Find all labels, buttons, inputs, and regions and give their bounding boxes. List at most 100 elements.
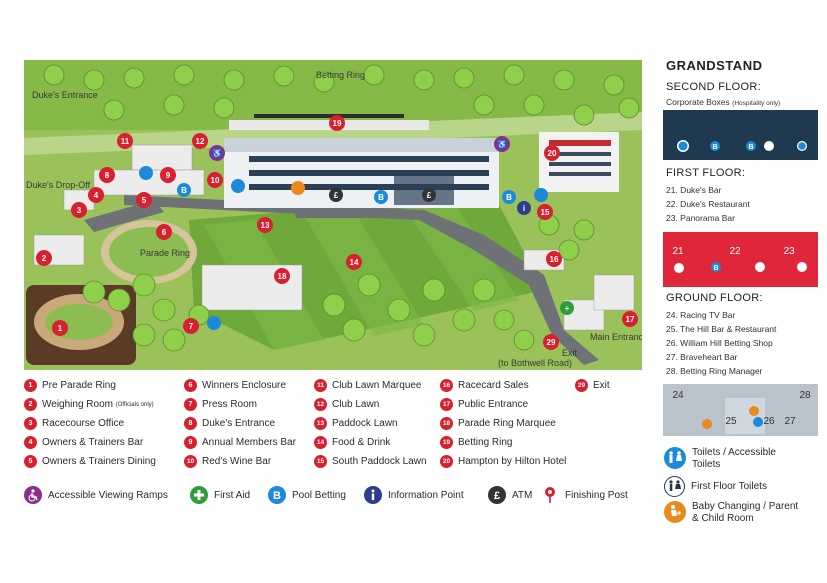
second-floor-heading: SECOND FLOOR: bbox=[666, 81, 761, 93]
svg-text:£: £ bbox=[494, 490, 500, 502]
legend-label: Exit bbox=[593, 380, 610, 391]
marker-7[interactable]: 7 bbox=[183, 318, 199, 334]
legend-marker: 12 bbox=[314, 398, 327, 411]
svg-text:29: 29 bbox=[547, 338, 556, 347]
facility-information: Information Point bbox=[364, 486, 464, 504]
map-label-exit: Exit bbox=[562, 348, 578, 358]
toilets-icon bbox=[664, 447, 686, 469]
legend-marker: 13 bbox=[314, 417, 327, 430]
facility-accessible-ramps: Accessible Viewing Ramps bbox=[24, 486, 168, 504]
marker-8[interactable]: 8 bbox=[99, 167, 115, 183]
facility-label: Finishing Post bbox=[565, 489, 628, 501]
ground-floor-item-27: 27. Braveheart Bar bbox=[666, 352, 738, 362]
marker-4[interactable]: 4 bbox=[88, 187, 104, 203]
svg-text:7: 7 bbox=[189, 322, 194, 331]
marker-9[interactable]: 9 bbox=[160, 167, 176, 183]
legend-marker: 18 bbox=[440, 417, 453, 430]
facility-label: Pool Betting bbox=[292, 489, 346, 501]
marker-2[interactable]: 2 bbox=[36, 250, 52, 266]
svg-text:♿: ♿ bbox=[497, 139, 507, 149]
marker-13[interactable]: 13 bbox=[257, 217, 273, 233]
marker-10[interactable]: 10 bbox=[207, 172, 223, 188]
legend-label: Racecard Sales bbox=[458, 380, 529, 391]
hotel-building bbox=[539, 132, 619, 192]
information-icon: i bbox=[517, 201, 531, 215]
marker-12[interactable]: 12 bbox=[192, 133, 208, 149]
key-label: Baby Changing / Parent & Child Room bbox=[692, 501, 799, 524]
svg-text:14: 14 bbox=[350, 258, 359, 267]
svg-text:8: 8 bbox=[105, 171, 110, 180]
marker-3[interactable]: 3 bbox=[71, 202, 87, 218]
svg-text:10: 10 bbox=[211, 176, 220, 185]
legend-marker: 6 bbox=[184, 379, 197, 392]
baby-changing-icon bbox=[702, 419, 712, 429]
ground-floor-item-25: 25. The Hill Bar & Restaurant bbox=[666, 324, 777, 334]
marker-15[interactable]: 15 bbox=[537, 204, 553, 220]
svg-text:5: 5 bbox=[142, 196, 147, 205]
key-label: First Floor Toilets bbox=[691, 481, 767, 492]
legend-marker: 7 bbox=[184, 398, 197, 411]
floor-label-21: 21 bbox=[672, 246, 684, 257]
marker-20[interactable]: 20 bbox=[544, 145, 560, 161]
racetrack bbox=[24, 112, 642, 155]
legend-label: Owners & Trainers Bar bbox=[42, 437, 144, 448]
svg-text:♿: ♿ bbox=[212, 148, 222, 158]
floor-label-27: 27 bbox=[784, 416, 796, 427]
legend-marker: 2 bbox=[24, 398, 37, 411]
svg-text:B: B bbox=[378, 193, 384, 202]
svg-text:9: 9 bbox=[166, 171, 171, 180]
marker-6[interactable]: 6 bbox=[156, 224, 172, 240]
legend-label: South Paddock Lawn bbox=[332, 456, 427, 467]
pool-betting-icon: B bbox=[711, 262, 721, 272]
first-floor-toilets-icon bbox=[764, 141, 774, 151]
toilets-icon bbox=[753, 417, 763, 427]
accessible-ramp-icon: ♿ bbox=[209, 145, 225, 161]
marker-19[interactable]: 19 bbox=[329, 115, 345, 131]
grandstand-title: GRANDSTAND bbox=[666, 58, 763, 73]
marker-1[interactable]: 1 bbox=[52, 320, 68, 336]
second-floor-plan: B B bbox=[663, 110, 818, 160]
venue-map: Betting Ring Duke's Entrance Duke's Drop… bbox=[24, 60, 642, 370]
pool-betting-icon: B bbox=[502, 190, 516, 204]
marker-14[interactable]: 14 bbox=[346, 254, 362, 270]
legend-marker: 9 bbox=[184, 436, 197, 449]
svg-text:i: i bbox=[523, 204, 525, 213]
marker-11[interactable]: 11 bbox=[117, 133, 133, 149]
marker-16[interactable]: 16 bbox=[546, 251, 562, 267]
svg-text:B: B bbox=[273, 490, 281, 502]
legend-marker: 4 bbox=[24, 436, 37, 449]
marker-29[interactable]: 29 bbox=[543, 334, 559, 350]
map-label-main-entrance: Main Entrance bbox=[590, 332, 642, 342]
pool-betting-icon: B bbox=[710, 141, 720, 151]
marker-18[interactable]: 18 bbox=[274, 268, 290, 284]
legend-label: Red's Wine Bar bbox=[202, 456, 272, 467]
legend-label: Racecourse Office bbox=[42, 418, 125, 429]
first-floor-toilets-icon bbox=[797, 262, 807, 272]
first-aid-icon bbox=[190, 486, 208, 504]
baby-changing-icon bbox=[291, 181, 305, 195]
legend-label: Paddock Lawn bbox=[332, 418, 398, 429]
toilets-icon bbox=[231, 179, 245, 193]
marker-17[interactable]: 17 bbox=[622, 311, 638, 327]
toilets-icon bbox=[677, 140, 689, 152]
floor-label-22: 22 bbox=[729, 246, 741, 257]
toilets-icon bbox=[207, 316, 221, 330]
svg-text:15: 15 bbox=[541, 208, 550, 217]
first-floor-toilets-icon bbox=[674, 263, 684, 273]
legend-marker: 19 bbox=[440, 436, 453, 449]
marker-5[interactable]: 5 bbox=[136, 192, 152, 208]
baby-changing-icon bbox=[749, 406, 759, 416]
legend-item-13: 13 Paddock Lawn bbox=[314, 417, 398, 430]
second-floor-desc: Corporate Boxes (Hospitality only) bbox=[666, 97, 781, 107]
floor-label-28: 28 bbox=[799, 390, 811, 401]
